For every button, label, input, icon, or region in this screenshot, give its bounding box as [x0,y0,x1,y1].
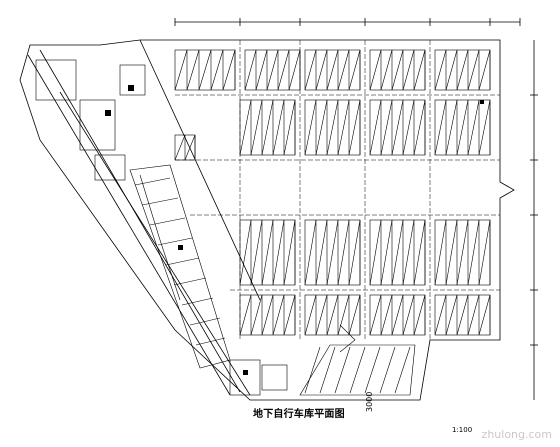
stall-hatch [434,49,447,91]
stall-hatch [348,294,361,336]
stall-hatch [250,294,263,336]
stall-hatch [445,219,458,286]
stall-hatch [283,99,296,156]
stall-hatch [369,49,382,91]
watermark: zhulong.com [481,428,552,441]
stall-hatch [304,49,317,91]
stall-hatch [369,294,382,336]
stall-hatch [261,294,274,336]
stall-hatch [478,219,491,286]
stall-hatch [445,49,458,91]
stall-hatch [391,294,404,336]
stall-hatch [261,219,274,286]
stall-hatch [348,49,361,91]
stall-hatch [222,49,236,91]
stall-hatch [478,99,491,156]
stall-hatch [326,99,339,156]
stall-hatch [239,219,252,286]
stall-hatch [467,219,480,286]
stall-hatch [283,294,296,336]
stall-hatch [391,49,404,91]
stall-hatch [456,49,469,91]
stall-hatch [348,99,361,156]
stall-hatch [369,99,382,156]
stall-hatch [266,49,279,91]
stall-hatch [315,294,328,336]
stall-hatch [244,49,257,91]
stall-hatch [239,294,252,336]
stall-hatch [184,134,196,161]
stall-hatch [261,99,274,156]
stall-hatch [413,99,426,156]
stall-hatch [445,294,458,336]
stall-hatch [434,99,447,156]
stall-hatch [283,219,296,286]
stall-hatch [467,99,480,156]
stall-hatch [337,49,350,91]
drawing-title: 地下自行车库平面图 [253,409,345,420]
stall-hatch [445,99,458,156]
stall-hatch [337,99,350,156]
bottom-dimension: 3000 [365,391,374,412]
stall-hatch [250,99,263,156]
stall-hatch [456,99,469,156]
stall-hatch [239,99,252,156]
stall-hatch [304,294,317,336]
stall-hatch [255,49,268,91]
stall-hatch [272,294,285,336]
stall-hatch [304,219,317,286]
stall-hatch [456,219,469,286]
stall-hatch [348,219,361,286]
stall-hatch [413,294,426,336]
stall-hatch [380,294,393,336]
stall-hatch [277,49,290,91]
stall-hatch [402,49,415,91]
stall-hatch [250,219,263,286]
stall-hatch [402,219,415,286]
stall-hatch [304,99,317,156]
stall-hatch [174,134,186,161]
stall-hatch [326,49,339,91]
stall-hatch [174,49,188,91]
stall-hatch [467,294,480,336]
stall-hatch [272,99,285,156]
drawing-scale: 1:100 [452,426,473,434]
stall-hatch [186,49,200,91]
stall-hatch [391,99,404,156]
stall-hatch [326,219,339,286]
stall-hatch [198,49,212,91]
stall-hatch [413,49,426,91]
stall-hatch [456,294,469,336]
stall-hatch [315,49,328,91]
stall-hatch [369,219,382,286]
stall-hatch [467,49,480,91]
stall-hatch [402,99,415,156]
stall-hatch [210,49,224,91]
stall-hatch [413,219,426,286]
stall-hatch [337,294,350,336]
stall-hatch [272,219,285,286]
stall-hatch [337,219,350,286]
stall-hatch [434,294,447,336]
stall-hatch [315,219,328,286]
stall-hatch [326,294,339,336]
stall-hatch [380,99,393,156]
stall-hatch [434,219,447,286]
stall-hatch [380,49,393,91]
stall-hatch [478,49,491,91]
stall-hatch [478,294,491,336]
stall-hatch [380,219,393,286]
stall-hatch [402,294,415,336]
stall-hatch [315,99,328,156]
stall-hatch [391,219,404,286]
stall-hatch [288,49,301,91]
